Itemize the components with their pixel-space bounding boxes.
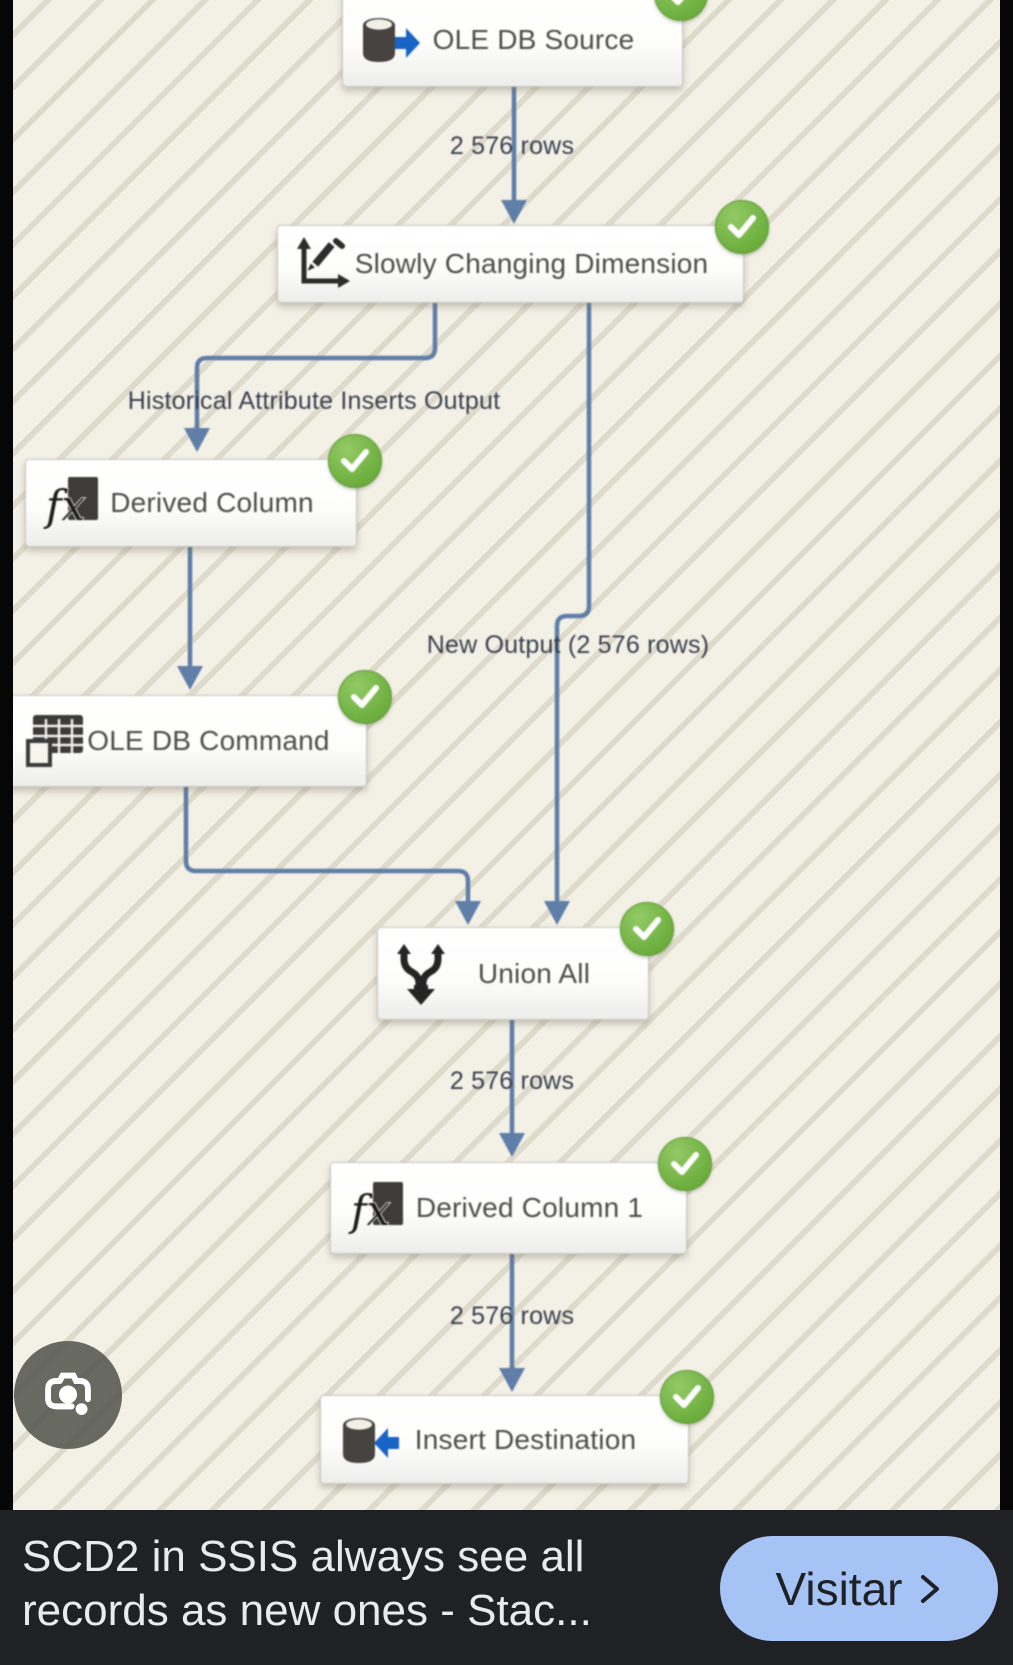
node-label: Union All bbox=[477, 957, 591, 989]
right-letterbox bbox=[1000, 0, 1013, 1510]
visit-button[interactable]: Visitar bbox=[720, 1536, 998, 1641]
edge-label-historical-output: Historical Attribute Inserts Output bbox=[127, 387, 501, 415]
fx-function-icon: fx bbox=[347, 1179, 407, 1237]
edge-label-rows-3: 2 576 rows bbox=[449, 1302, 575, 1330]
left-letterbox bbox=[0, 0, 13, 1510]
connector-lines bbox=[177, 85, 592, 1392]
merge-arrows-icon bbox=[394, 943, 448, 1005]
google-lens-camera-icon bbox=[39, 1369, 97, 1422]
image-title-line1: SCD2 in SSIS always see all bbox=[22, 1532, 585, 1581]
bottom-bar: SCD2 in SSIS always see all records as n… bbox=[0, 1510, 1013, 1665]
node-label: Slowly Changing Dimension bbox=[354, 248, 709, 279]
success-check-icon bbox=[660, 1370, 714, 1424]
node-ole-db-command: OLE DB Command bbox=[8, 670, 392, 787]
success-check-icon bbox=[328, 434, 382, 488]
svg-text:fx: fx bbox=[348, 1186, 391, 1235]
node-union-all: Union All bbox=[377, 902, 674, 1020]
node-label: OLE DB Source bbox=[432, 23, 635, 55]
visit-button-label: Visitar bbox=[775, 1562, 903, 1615]
node-label: Derived Column 1 bbox=[415, 1192, 644, 1223]
node-label: OLE DB Command bbox=[87, 725, 330, 756]
database-with-left-arrow-icon bbox=[337, 1413, 401, 1467]
node-slowly-changing-dimension: Slowly Changing Dimension bbox=[277, 200, 769, 303]
success-check-icon bbox=[658, 1137, 712, 1191]
node-ole-db-source: OLE DB Source bbox=[342, 0, 708, 87]
edge-label-rows-2: 2 576 rows bbox=[449, 1067, 575, 1095]
node-insert-destination: Insert Destination bbox=[320, 1370, 714, 1484]
node-label: Derived Column bbox=[110, 487, 314, 518]
fx-function-icon: fx bbox=[42, 474, 102, 532]
success-check-icon bbox=[715, 200, 769, 254]
lens-search-button[interactable] bbox=[14, 1341, 122, 1449]
success-check-icon bbox=[338, 670, 392, 724]
diagram-canvas: 2 576 rows Historical Attribute Inserts … bbox=[8, 0, 769, 1484]
svg-text:fx: fx bbox=[43, 481, 86, 530]
node-derived-column: fx Derived Column bbox=[25, 434, 382, 547]
node-derived-column-1: fx Derived Column 1 bbox=[330, 1137, 712, 1254]
axes-with-pencil-icon bbox=[294, 235, 352, 293]
database-with-right-arrow-icon bbox=[359, 14, 421, 66]
success-check-icon bbox=[620, 902, 674, 956]
node-label: Insert Destination bbox=[414, 1423, 637, 1455]
edge-label-rows-1: 2 576 rows bbox=[449, 132, 575, 160]
chevron-right-icon bbox=[918, 1572, 942, 1606]
image-title-link[interactable]: SCD2 in SSIS always see all records as n… bbox=[22, 1530, 712, 1638]
table-grid-icon bbox=[25, 711, 87, 771]
diagram-image[interactable]: 2 576 rows Historical Attribute Inserts … bbox=[0, 0, 1013, 1510]
image-title-line2: records as new ones - Stac... bbox=[22, 1586, 592, 1635]
edge-label-new-output: New Output (2 576 rows) bbox=[426, 631, 710, 659]
